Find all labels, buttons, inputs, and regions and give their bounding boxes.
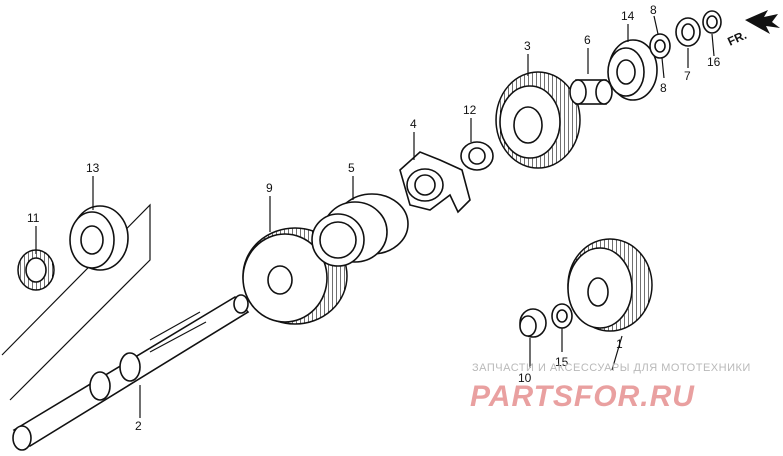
callout-4: 4	[410, 117, 417, 131]
front-arrow-icon	[745, 10, 780, 34]
callout-3: 3	[524, 39, 531, 53]
front-label: FR.	[725, 28, 748, 49]
callout-numbers: 11 13 2 9 5 4 12 3 6 14 8 8 7 16 1 10 15	[27, 3, 721, 433]
callout-7: 7	[684, 69, 691, 83]
callout-16: 16	[707, 55, 721, 69]
watermark: ЗАПЧАСТИ И АКСЕССУАРЫ ДЛЯ МОТОТЕХНИКИ PA…	[470, 362, 751, 413]
gear-1	[567, 238, 653, 332]
callout-6: 6	[584, 33, 591, 47]
spline-collar	[17, 249, 55, 291]
ring-7	[675, 17, 701, 47]
watermark-subtitle: ЗАПЧАСТИ И АКСЕССУАРЫ ДЛЯ МОТОТЕХНИКИ	[472, 362, 751, 374]
snap-ring-16	[702, 10, 722, 34]
mainshaft	[12, 294, 250, 451]
callout-13: 12	[463, 103, 477, 117]
gear-3	[495, 71, 581, 169]
washer-12	[551, 303, 573, 329]
bearing-left	[69, 205, 129, 271]
callout-9: 9	[266, 181, 273, 195]
leader-lines	[35, 15, 715, 418]
callout-5: 5	[348, 161, 355, 175]
collar-8	[649, 33, 671, 59]
watermark-brand: PARTSFOR.RU	[470, 380, 695, 413]
callout-12: 15	[555, 355, 569, 369]
shift-fork	[399, 151, 471, 214]
callout-10: 10	[518, 371, 532, 385]
callout-8-bottom: 8	[660, 81, 667, 95]
washer-13	[460, 141, 494, 171]
callout-2: 2	[135, 419, 142, 433]
bushing	[569, 79, 613, 105]
front-direction-marker: FR.	[725, 10, 780, 49]
callout-11: 11	[27, 211, 40, 225]
housing-outline	[1, 203, 151, 401]
callout-14: 13	[86, 161, 100, 175]
spring	[311, 193, 409, 267]
callout-1: 1	[616, 337, 623, 351]
bushing-10	[519, 308, 547, 338]
bearing-right	[607, 39, 658, 101]
callout-8-top: 8	[650, 3, 657, 17]
callout-15: 14	[621, 9, 635, 23]
